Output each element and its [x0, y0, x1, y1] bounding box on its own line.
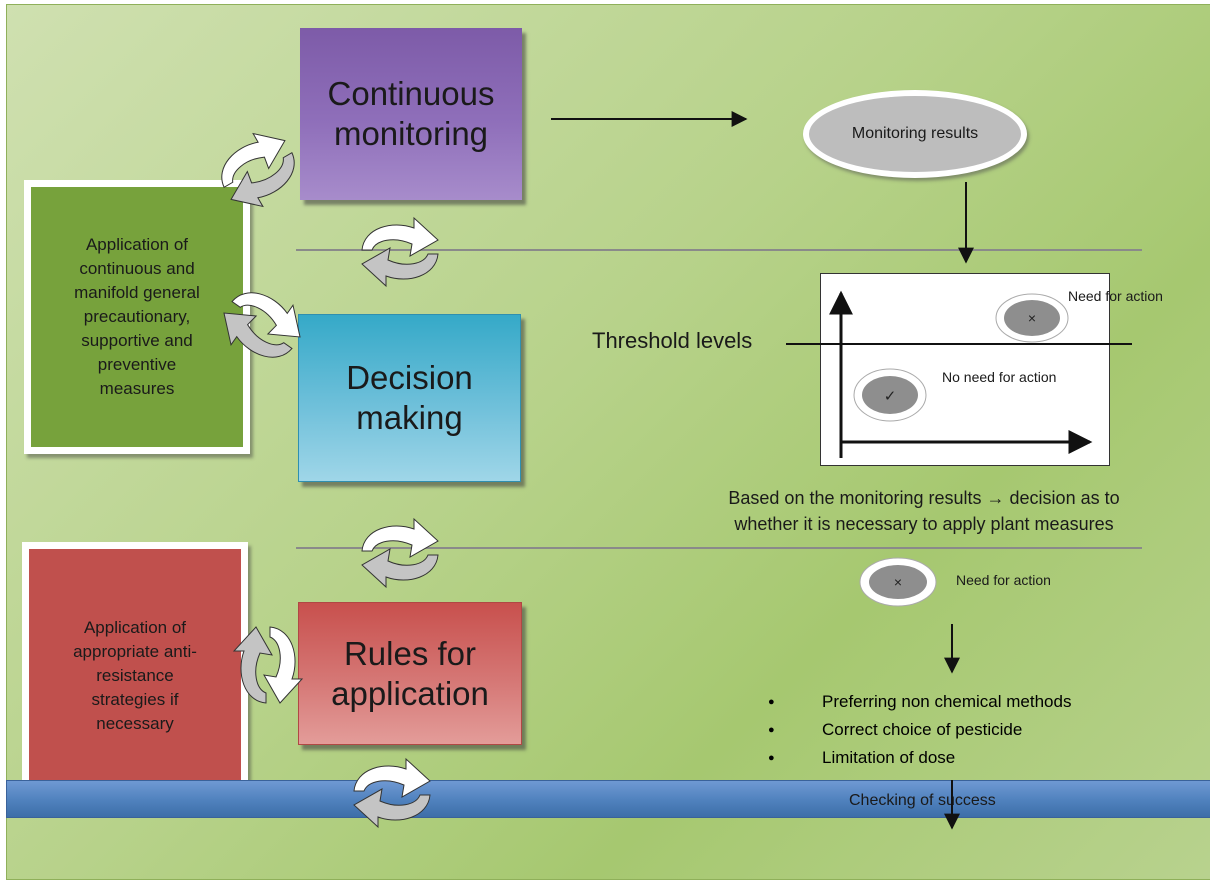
monitoring-results-ellipse: Monitoring results — [803, 90, 1027, 178]
rules-for-application-label: Rules for application — [331, 634, 489, 712]
measure-item: Preferring non chemical methods — [768, 688, 1071, 716]
separator-line-upper — [296, 249, 1142, 251]
svg-text:×: × — [1028, 310, 1036, 326]
rules-for-application-box: Rules for application — [298, 602, 522, 745]
measure-item: Limitation of dose — [768, 744, 1071, 772]
cycle-arrows-icon — [210, 274, 314, 376]
continuous-monitoring-label: Continuous monitoring — [327, 75, 495, 152]
measure-item: Correct choice of pesticide — [768, 716, 1071, 744]
continuous-monitoring-box: Continuous monitoring — [300, 28, 522, 200]
anti-resistance-label: Application of appropriate anti- resista… — [73, 618, 197, 733]
cycle-arrows-icon — [353, 758, 431, 828]
preventive-measures-label: Application of continuous and manifold g… — [74, 235, 200, 398]
cycle-arrows-icon — [207, 121, 309, 219]
cycle-arrows-icon — [361, 518, 439, 588]
decision-making-label: Decision making — [346, 359, 473, 436]
cross-icon: × — [995, 293, 1069, 343]
svg-text:×: × — [894, 574, 902, 590]
svg-text:✓: ✓ — [884, 388, 897, 405]
checking-of-success-bar — [6, 780, 1210, 818]
checking-of-success-label: Checking of success — [849, 792, 996, 809]
check-icon: ✓ — [853, 368, 927, 422]
cycle-arrows-icon — [361, 217, 439, 287]
action-need-for-action-label: Need for action — [956, 572, 1051, 588]
anti-resistance-box: Application of appropriate anti- resista… — [22, 542, 248, 810]
monitoring-results-label: Monitoring results — [851, 125, 979, 142]
cycle-arrows-icon — [233, 626, 303, 704]
cross-icon: × — [859, 557, 937, 607]
chart-no-need-for-action-label: No need for action — [942, 369, 1057, 385]
decision-making-box: Decision making — [298, 314, 521, 482]
chart-need-for-action-label: Need for action — [1068, 288, 1163, 304]
decision-caption: Based on the monitoring results → decisi… — [728, 488, 1120, 534]
measures-list: Preferring non chemical methods Correct … — [768, 688, 1071, 772]
threshold-levels-label: Threshold levels — [592, 328, 753, 353]
separator-line-lower — [296, 547, 1142, 549]
